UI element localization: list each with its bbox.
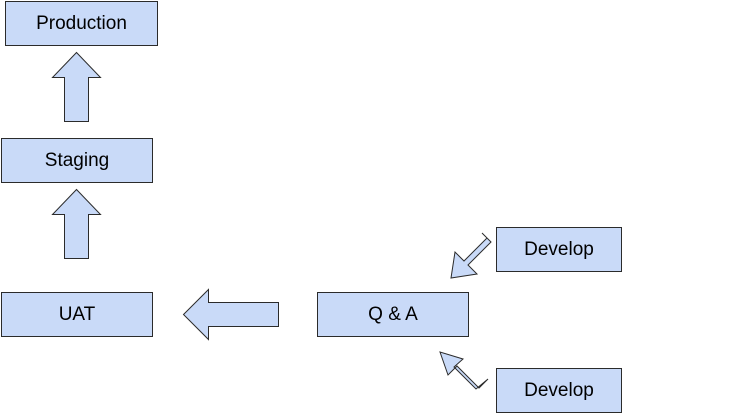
uat-box: UAT bbox=[1, 292, 153, 337]
arrow-uat-to-staging bbox=[51, 188, 102, 259]
qa-label: Q & A bbox=[368, 304, 418, 325]
production-label: Production bbox=[36, 13, 127, 34]
arrow-staging-to-production bbox=[51, 51, 102, 122]
develop-box-bottom: Develop bbox=[496, 368, 622, 413]
arrow-qa-to-uat bbox=[182, 288, 279, 341]
staging-box: Staging bbox=[1, 138, 153, 183]
qa-box: Q & A bbox=[317, 292, 469, 337]
develop-top-label: Develop bbox=[524, 239, 594, 260]
develop-box-top: Develop bbox=[496, 227, 622, 272]
staging-label: Staging bbox=[44, 150, 110, 171]
uat-label: UAT bbox=[58, 304, 96, 325]
develop-bottom-label: Develop bbox=[524, 380, 594, 401]
arrow-develop-top-to-qa bbox=[450, 232, 492, 279]
arrow-develop-bottom-to-qa bbox=[439, 351, 489, 390]
production-box: Production bbox=[5, 1, 158, 46]
